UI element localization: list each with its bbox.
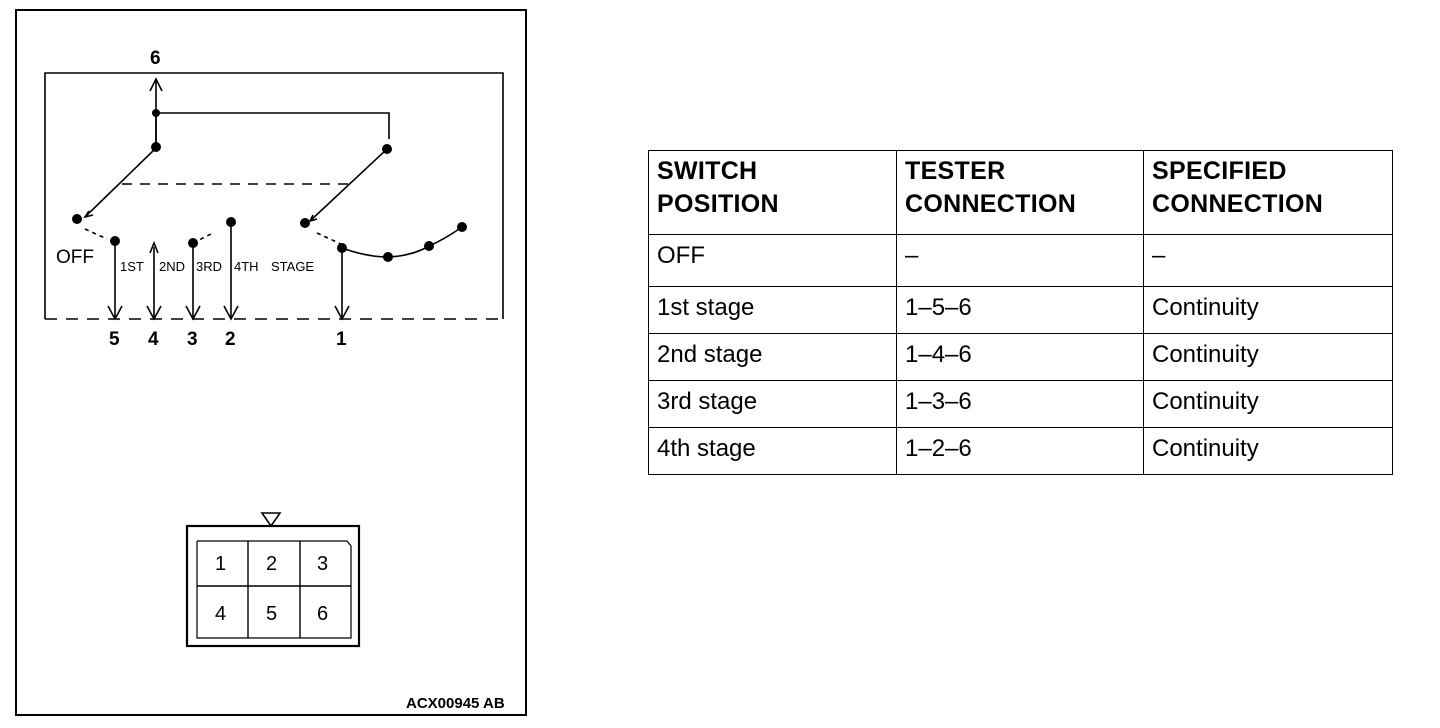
contact-arm-right (309, 148, 388, 222)
stage-contact-curve (341, 226, 463, 258)
position-label-off: OFF (56, 247, 94, 268)
connector-pin-6: 6 (317, 603, 328, 625)
contact-dot (72, 214, 82, 224)
housing-outline (44, 72, 504, 319)
table-header-row: SWITCH POSITION TESTER CONNECTION SPECIF… (648, 150, 1393, 235)
terminal-label-5: 5 (109, 329, 120, 350)
contact-dot (457, 222, 467, 232)
header-line: CONNECTION (905, 190, 1077, 218)
switch-continuity-table: SWITCH POSITION TESTER CONNECTION SPECIF… (648, 150, 1393, 475)
contact-dot (337, 243, 347, 253)
cell-tester-connection: 1–4–6 (896, 333, 1144, 381)
terminal-3-arrowhead (185, 305, 201, 321)
terminal-label-4: 4 (148, 329, 159, 350)
contact-dot (188, 238, 198, 248)
connector-pin-5: 5 (266, 603, 277, 625)
terminal-4-arrowhead (146, 305, 162, 321)
connector-pin-2: 2 (266, 553, 277, 575)
table-row: 4th stage 1–2–6 Continuity (648, 427, 1393, 475)
cell-tester-connection: 1–5–6 (896, 286, 1144, 334)
cell-specified-connection: Continuity (1143, 427, 1393, 475)
terminal-2-arrowhead (223, 305, 239, 321)
connector-key-icon (260, 512, 282, 528)
contact-dot (424, 241, 434, 251)
off-dash (84, 228, 108, 240)
cell-switch-position: 1st stage (648, 286, 897, 334)
cell-tester-connection: 1–3–6 (896, 380, 1144, 428)
switch-circuit-diagram: 6 5 4 3 2 1 OFF 1ST 2ND 3RD 4TH STAGE 1 … (44, 48, 505, 712)
contact-dot (110, 236, 120, 246)
header-line: TESTER (905, 157, 1006, 185)
contact-arm-left-arrow (83, 210, 94, 219)
header-specified-connection: SPECIFIED CONNECTION (1143, 150, 1393, 235)
terminal-4-uparrow (149, 240, 159, 254)
connector-outline (185, 524, 361, 648)
cell-switch-position: 3rd stage (648, 380, 897, 428)
contact-dot (300, 218, 310, 228)
contact-dot (382, 144, 392, 154)
terminal-6-arrowhead (149, 77, 163, 92)
header-line: SWITCH (657, 157, 758, 185)
terminal-label-3: 3 (187, 329, 198, 350)
contact-dot (383, 252, 393, 262)
connector-pin-4: 4 (215, 603, 226, 625)
terminal-label-6: 6 (150, 48, 161, 69)
contact-dot (151, 142, 161, 152)
table-row: OFF – – (648, 234, 1393, 287)
position-label-3rd: 3RD (196, 259, 222, 274)
cell-specified-connection: – (1143, 234, 1393, 287)
contact-dot (152, 109, 160, 117)
terminal-label-2: 2 (225, 329, 236, 350)
contact-arm-left (84, 147, 157, 218)
cell-switch-position: OFF (648, 234, 897, 287)
connector-pin-1: 1 (215, 553, 226, 575)
contact-dot (226, 217, 236, 227)
stage-dash (316, 232, 344, 246)
header-line: CONNECTION (1152, 190, 1324, 218)
switch-diagram-panel: 6 5 4 3 2 1 OFF 1ST 2ND 3RD 4TH STAGE 1 … (15, 9, 527, 716)
header-line: POSITION (657, 190, 779, 218)
position-label-stage: STAGE (271, 259, 314, 274)
contact-arm-right-arrow (308, 214, 318, 223)
position-label-4th: 4TH (234, 259, 259, 274)
position-label-2nd: 2ND (159, 259, 185, 274)
header-line: SPECIFIED (1152, 157, 1287, 185)
cell-switch-position: 2nd stage (648, 333, 897, 381)
figure-code: ACX00945 AB (406, 695, 505, 712)
terminal-label-1: 1 (336, 329, 347, 350)
position-label-1st: 1ST (120, 259, 144, 274)
cell-specified-connection: Continuity (1143, 380, 1393, 428)
common-bus (155, 112, 390, 139)
connector-inner-outline (196, 540, 352, 639)
cell-specified-connection: Continuity (1143, 286, 1393, 334)
terminal-5-arrowhead (107, 305, 123, 321)
cell-specified-connection: Continuity (1143, 333, 1393, 381)
connector-pin-3: 3 (317, 553, 328, 575)
cell-tester-connection: – (896, 234, 1144, 287)
table-row: 2nd stage 1–4–6 Continuity (648, 333, 1393, 381)
terminal-1-arrowhead (334, 305, 350, 321)
header-switch-position: SWITCH POSITION (648, 150, 897, 235)
table-row: 1st stage 1–5–6 Continuity (648, 286, 1393, 334)
cell-tester-connection: 1–2–6 (896, 427, 1144, 475)
table-row: 3rd stage 1–3–6 Continuity (648, 380, 1393, 428)
cell-switch-position: 4th stage (648, 427, 897, 475)
header-tester-connection: TESTER CONNECTION (896, 150, 1144, 235)
